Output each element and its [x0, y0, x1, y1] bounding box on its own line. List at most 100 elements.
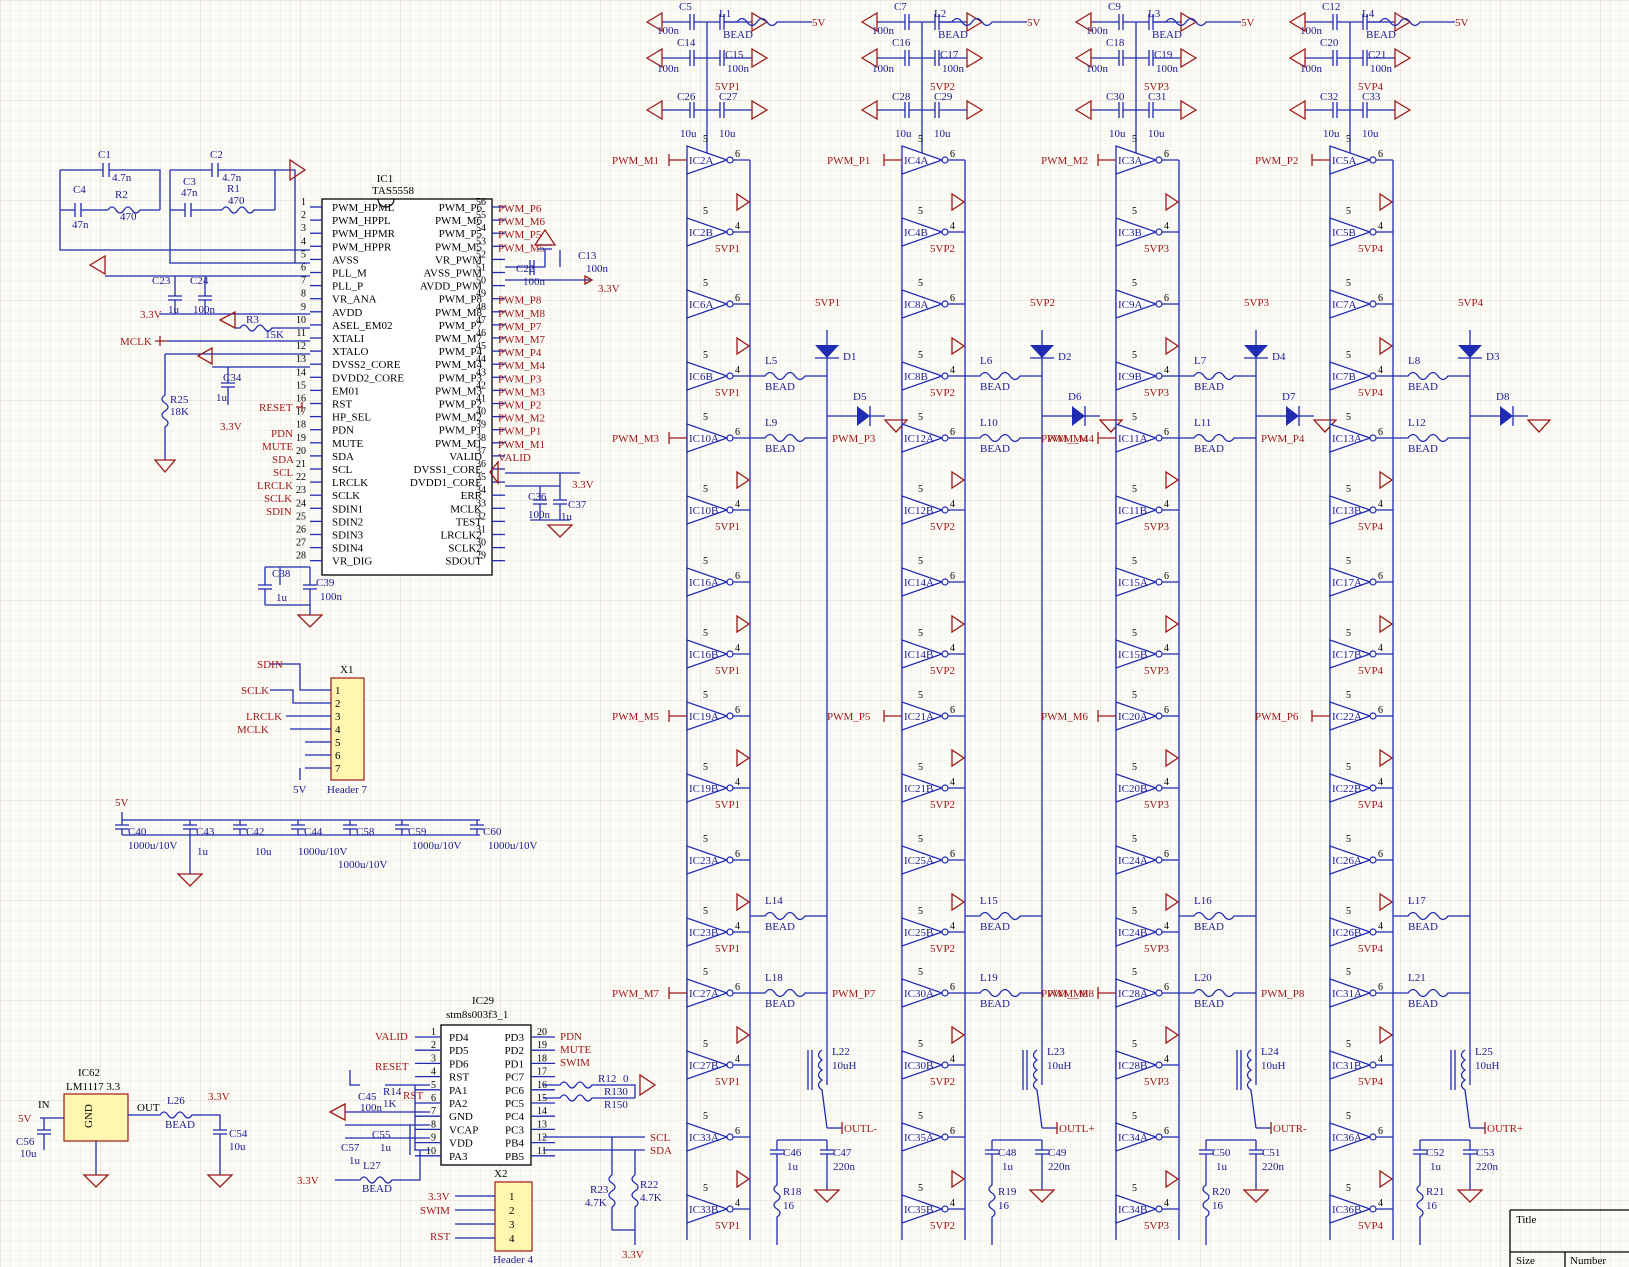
inverter-gate[interactable]: [901, 289, 944, 319]
inverter-gate[interactable]: [1329, 217, 1372, 247]
gate-ref: IC30B: [904, 1060, 933, 1072]
inverter-gate[interactable]: [1115, 289, 1158, 319]
r25-ref: R25: [170, 394, 189, 406]
gate-pin: 5: [1132, 834, 1137, 845]
inverter-bubble: [1369, 434, 1377, 442]
inverter-gate[interactable]: [1115, 361, 1158, 391]
inverter-gate[interactable]: [1329, 1194, 1372, 1224]
inverter-gate[interactable]: [1329, 773, 1372, 803]
inverter-gate[interactable]: [901, 361, 944, 391]
inverter-bubble: [1155, 1205, 1163, 1213]
lm1117-regulator[interactable]: IC62 LM1117 3.3 GND IN OUT 5V C56 10u L2…: [16, 1067, 248, 1188]
ic29-pin-number: 16: [537, 1080, 547, 1091]
inverter-gate[interactable]: [1329, 1050, 1372, 1080]
ic1-pin-name: DVSS2_CORE: [332, 359, 401, 371]
gate-pin: 6: [735, 293, 740, 304]
inverter-gate[interactable]: [1115, 1122, 1158, 1152]
ic1-pin-name: PWM_P7: [439, 320, 483, 332]
inverter-bubble: [941, 928, 949, 936]
inverter-gate[interactable]: [901, 567, 944, 597]
inverter-gate[interactable]: [901, 495, 944, 525]
c57-val: 1u: [349, 1155, 361, 1167]
inverter-gate[interactable]: [1115, 773, 1158, 803]
inverter-gate[interactable]: [1115, 639, 1158, 669]
inverter-gate[interactable]: [686, 217, 729, 247]
inverter-gate[interactable]: [1115, 1050, 1158, 1080]
inverter-gate[interactable]: [1329, 639, 1372, 669]
inverter-gate[interactable]: [686, 917, 729, 947]
inverter-gate[interactable]: [1115, 845, 1158, 875]
gate-pin: 6: [1378, 571, 1383, 582]
inverter-gate[interactable]: [901, 845, 944, 875]
ic1-pin-name: PWM_P2: [439, 399, 482, 411]
ic1-pin-number: 24: [296, 498, 306, 509]
gate-ref: IC25A: [904, 855, 934, 867]
inverter-gate[interactable]: [901, 1122, 944, 1152]
inverter-gate[interactable]: [686, 567, 729, 597]
inverter-bubble: [726, 1133, 734, 1141]
inverter-gate[interactable]: [1329, 917, 1372, 947]
r1-ref: R1: [227, 183, 240, 195]
ic1-pin-name: PWM_M5: [435, 241, 483, 253]
inverter-gate[interactable]: [1115, 1194, 1158, 1224]
inverter-gate[interactable]: [901, 978, 944, 1008]
inverter-gate[interactable]: [686, 639, 729, 669]
gate-ref: IC24B: [1118, 927, 1147, 939]
inverter-gate[interactable]: [1329, 567, 1372, 597]
inverter-gate[interactable]: [1329, 361, 1372, 391]
inverter-gate[interactable]: [1329, 289, 1372, 319]
bead-val: BEAD: [765, 921, 795, 933]
ground-symbol: [1456, 1189, 1484, 1203]
inverter-gate[interactable]: [686, 495, 729, 525]
inverter-gate[interactable]: [901, 639, 944, 669]
inverter-bubble: [941, 434, 949, 442]
inverter-gate[interactable]: [901, 917, 944, 947]
gate-pin: 4: [1378, 1054, 1383, 1065]
inverter-gate[interactable]: [686, 1122, 729, 1152]
inverter-gate[interactable]: [1329, 495, 1372, 525]
inverter-gate[interactable]: [901, 1194, 944, 1224]
ic29-pin-number: 13: [537, 1119, 547, 1130]
ic1-pin-name: PWM_P1: [439, 425, 482, 437]
ic1-pin-name: AVDD_PWM: [420, 281, 482, 293]
inverter-gate[interactable]: [686, 845, 729, 875]
gate-supply: 5VP4: [1358, 521, 1384, 533]
ground-symbol: [951, 748, 966, 768]
ground-symbol: [951, 1169, 966, 1189]
inverter-gate[interactable]: [1115, 917, 1158, 947]
inverter-gate[interactable]: [1115, 217, 1158, 247]
r150: R150: [604, 1099, 628, 1111]
inverter-gate[interactable]: [1329, 1122, 1372, 1152]
gate-ref: IC26A: [1332, 855, 1362, 867]
inverter-gate[interactable]: [686, 1194, 729, 1224]
inverter-gate[interactable]: [1115, 567, 1158, 597]
inverter-gate[interactable]: [1329, 978, 1372, 1008]
inverter-gate[interactable]: [901, 217, 944, 247]
inverter-gate[interactable]: [901, 773, 944, 803]
inverter-gate[interactable]: [686, 361, 729, 391]
gate-pin: 6: [1164, 982, 1169, 993]
gate-pin: 5: [1132, 1039, 1137, 1050]
ic1-pin-name: AVDD: [332, 307, 362, 319]
inverter-gate[interactable]: [1329, 845, 1372, 875]
ic1-pin-name: SDIN2: [332, 516, 363, 528]
ground-symbol: [1074, 11, 1092, 33]
inverter-gate[interactable]: [686, 289, 729, 319]
inverter-gate[interactable]: [686, 1050, 729, 1080]
gate-ref: IC24A: [1118, 855, 1148, 867]
inverter-gate[interactable]: [901, 423, 944, 453]
gate-pin: 5: [703, 762, 708, 773]
output-bead: [965, 988, 1042, 998]
inverter-gate[interactable]: [1115, 495, 1158, 525]
gate-pin: 4: [1164, 1198, 1169, 1209]
inverter-gate[interactable]: [901, 1050, 944, 1080]
x2-net-33v: 3.3V: [428, 1191, 450, 1203]
inverter-gate[interactable]: [686, 773, 729, 803]
ground-symbol: [1180, 11, 1198, 33]
inverter-bubble: [1155, 578, 1163, 586]
inverter-gate[interactable]: [1329, 423, 1372, 453]
